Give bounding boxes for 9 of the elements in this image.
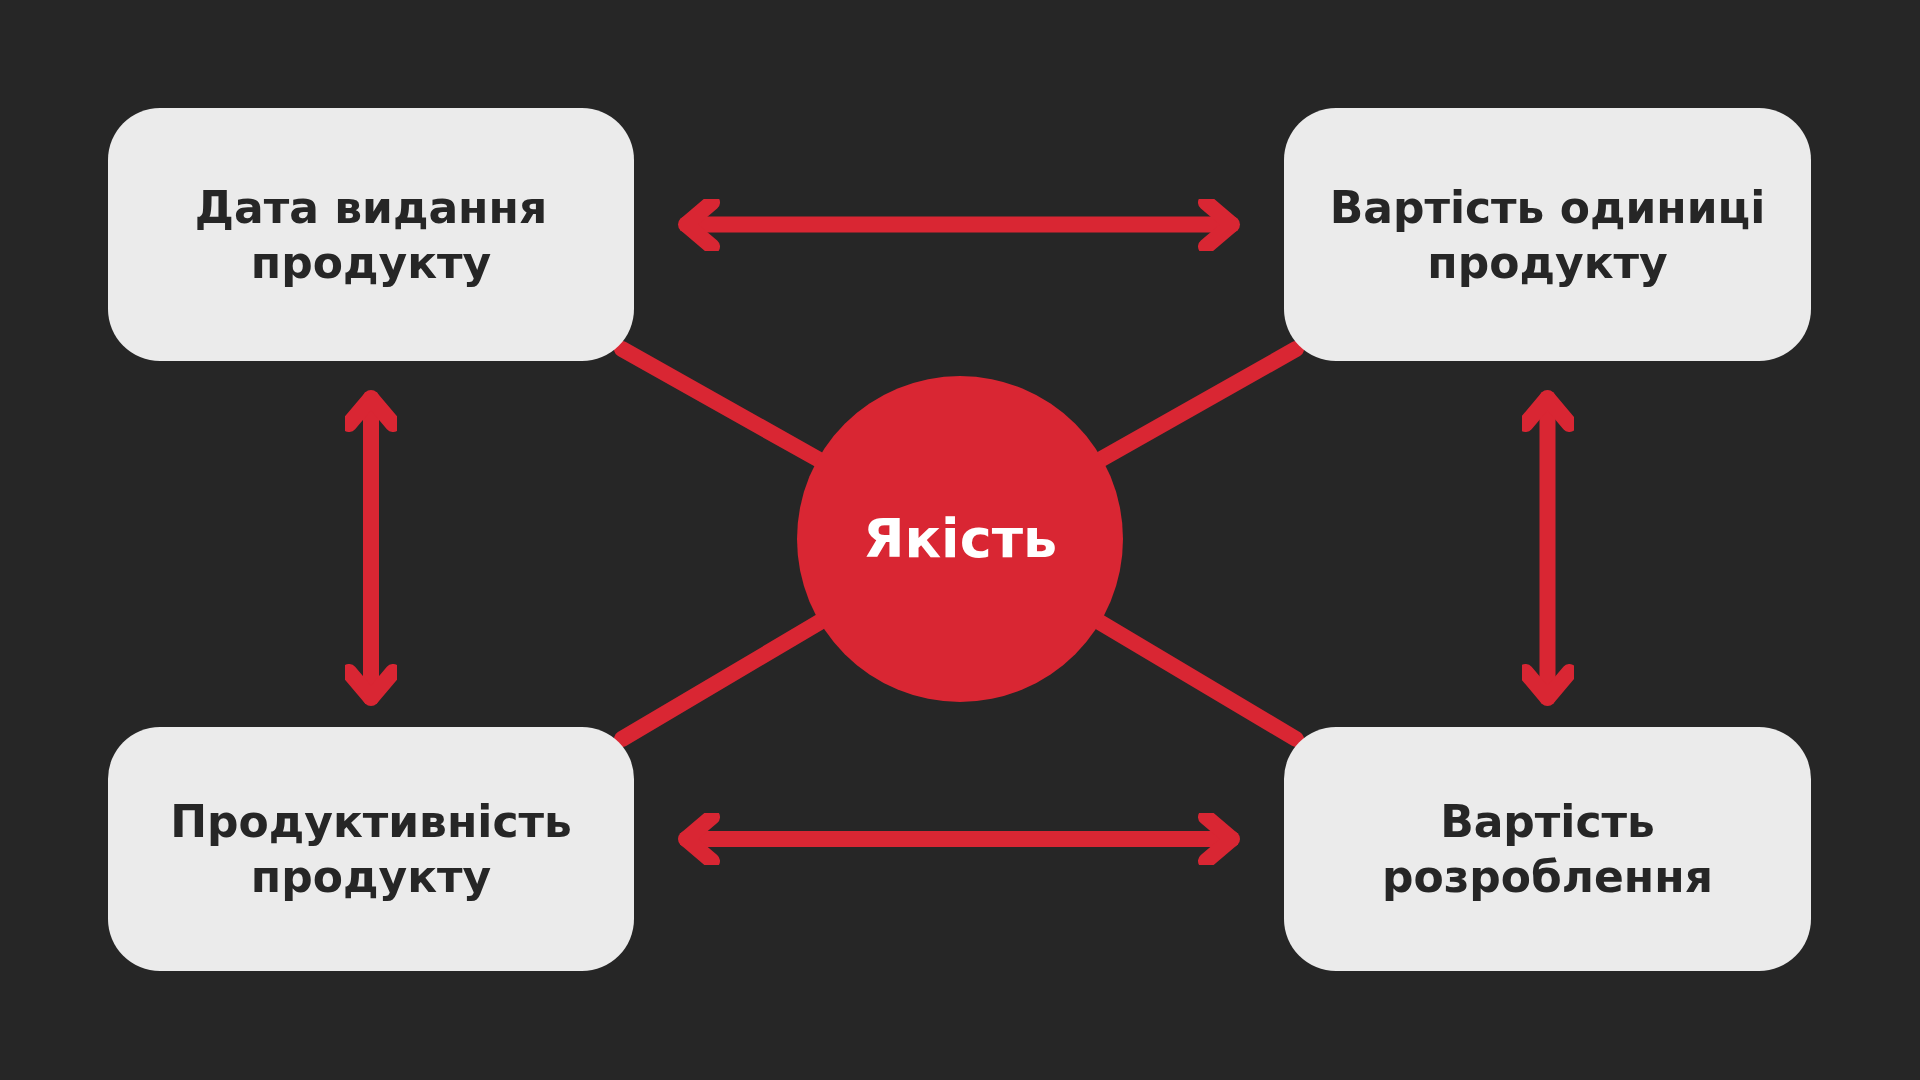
node-label: Продуктивність продукту <box>169 795 573 904</box>
rounded-box <box>108 727 634 971</box>
rounded-box <box>1284 727 1811 971</box>
rounded-box <box>1284 108 1811 361</box>
node-label: Якість <box>862 506 1058 573</box>
node-label: Вартість одиниці продукту <box>1328 180 1767 290</box>
node-label: Вартість розроблення <box>1381 795 1714 904</box>
node-label: Дата видання продукту <box>193 180 549 290</box>
rounded-box <box>108 108 634 361</box>
